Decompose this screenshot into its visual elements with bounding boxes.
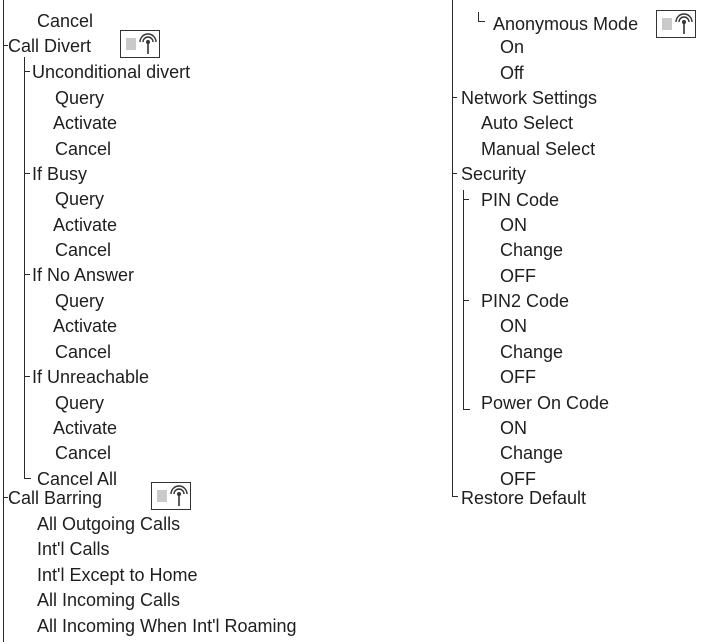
tree-line-call-divert [24, 57, 25, 479]
sim-card-icon [662, 18, 672, 30]
menu-pin2-code[interactable]: PIN2 Code [481, 291, 570, 311]
tree-line-anonymous [478, 12, 479, 21]
menu-call-barring[interactable]: Call Barring [8, 488, 103, 508]
menu-pin-code[interactable]: PIN Code [481, 190, 560, 210]
if-busy-activate[interactable]: Activate [53, 215, 118, 235]
if-unreachable-cancel[interactable]: Cancel [55, 443, 112, 463]
tree-tick-pin-code [463, 199, 469, 200]
tree-tick-call-barring [3, 497, 8, 498]
menu-call-divert[interactable]: Call Divert [8, 36, 92, 56]
tree-tick-unconditional [24, 71, 30, 72]
tree-tick-network-settings [452, 97, 457, 98]
unconditional-query[interactable]: Query [55, 88, 105, 108]
tree-tick-security [452, 173, 457, 174]
barring-all-outgoing[interactable]: All Outgoing Calls [37, 514, 181, 534]
antenna-icon [139, 33, 157, 54]
barring-intl-calls[interactable]: Int'l Calls [37, 539, 110, 559]
if-unreachable-query[interactable]: Query [55, 393, 105, 413]
network-service-badge-call-barring [151, 482, 191, 510]
barring-all-incoming[interactable]: All Incoming Calls [37, 590, 181, 610]
pin2-code-off[interactable]: OFF [500, 367, 536, 387]
network-auto-select[interactable]: Auto Select [481, 113, 574, 133]
pin2-code-change[interactable]: Change [500, 342, 564, 362]
menu-restore-default[interactable]: Restore Default [461, 488, 587, 508]
anonymous-on[interactable]: On [500, 37, 525, 57]
barring-intl-except-home[interactable]: Int'l Except to Home [37, 565, 198, 585]
menu-network-settings[interactable]: Network Settings [461, 88, 598, 108]
sim-card-icon [157, 490, 167, 502]
unconditional-cancel[interactable]: Cancel [55, 139, 112, 159]
menu-anonymous-mode[interactable]: Anonymous Mode [493, 14, 639, 34]
power-on-code-off[interactable]: OFF [500, 469, 536, 489]
tree-tick-if-unreachable [24, 376, 30, 377]
tree-tick-if-busy [24, 173, 30, 174]
menu-if-busy[interactable]: If Busy [32, 164, 88, 184]
tree-tick-if-no-answer [24, 274, 30, 275]
network-service-badge-anonymous [656, 10, 696, 38]
call-forward-cancel[interactable]: Cancel [37, 11, 94, 31]
tree-line-root-left [3, 0, 4, 642]
tree-tick-pin2-code [463, 300, 469, 301]
sim-card-icon [126, 38, 136, 50]
pin2-code-on[interactable]: ON [500, 316, 527, 336]
menu-if-unreachable[interactable]: If Unreachable [32, 367, 150, 387]
tree-line-root-right [452, 0, 453, 496]
if-no-answer-query[interactable]: Query [55, 291, 105, 311]
anonymous-off[interactable]: Off [500, 63, 524, 83]
tree-tick-cancel-all [24, 478, 31, 479]
menu-security[interactable]: Security [461, 164, 527, 184]
tree-tick-anonymous [478, 21, 485, 22]
menu-cancel-all[interactable]: Cancel All [37, 469, 118, 489]
if-busy-cancel[interactable]: Cancel [55, 240, 112, 260]
barring-incoming-roaming[interactable]: All Incoming When Int'l Roaming [37, 616, 297, 636]
network-service-badge-call-divert [120, 30, 160, 58]
menu-if-no-answer[interactable]: If No Answer [32, 265, 135, 285]
antenna-icon [675, 13, 693, 34]
pin-code-change[interactable]: Change [500, 240, 564, 260]
tree-tick-power-on-code [463, 409, 470, 410]
pin-code-off[interactable]: OFF [500, 266, 536, 286]
menu-power-on-code[interactable]: Power On Code [481, 393, 610, 413]
if-no-answer-activate[interactable]: Activate [53, 316, 118, 336]
pin-code-on[interactable]: ON [500, 215, 527, 235]
if-no-answer-cancel[interactable]: Cancel [55, 342, 112, 362]
menu-unconditional-divert[interactable]: Unconditional divert [32, 62, 191, 82]
power-on-code-on[interactable]: ON [500, 418, 527, 438]
antenna-icon [170, 485, 188, 506]
tree-tick-restore-default [452, 496, 458, 497]
if-unreachable-activate[interactable]: Activate [53, 418, 118, 438]
power-on-code-change[interactable]: Change [500, 443, 564, 463]
tree-line-security [463, 190, 464, 409]
network-manual-select[interactable]: Manual Select [481, 139, 596, 159]
tree-tick-call-divert [3, 45, 8, 46]
if-busy-query[interactable]: Query [55, 189, 105, 209]
unconditional-activate[interactable]: Activate [53, 113, 118, 133]
